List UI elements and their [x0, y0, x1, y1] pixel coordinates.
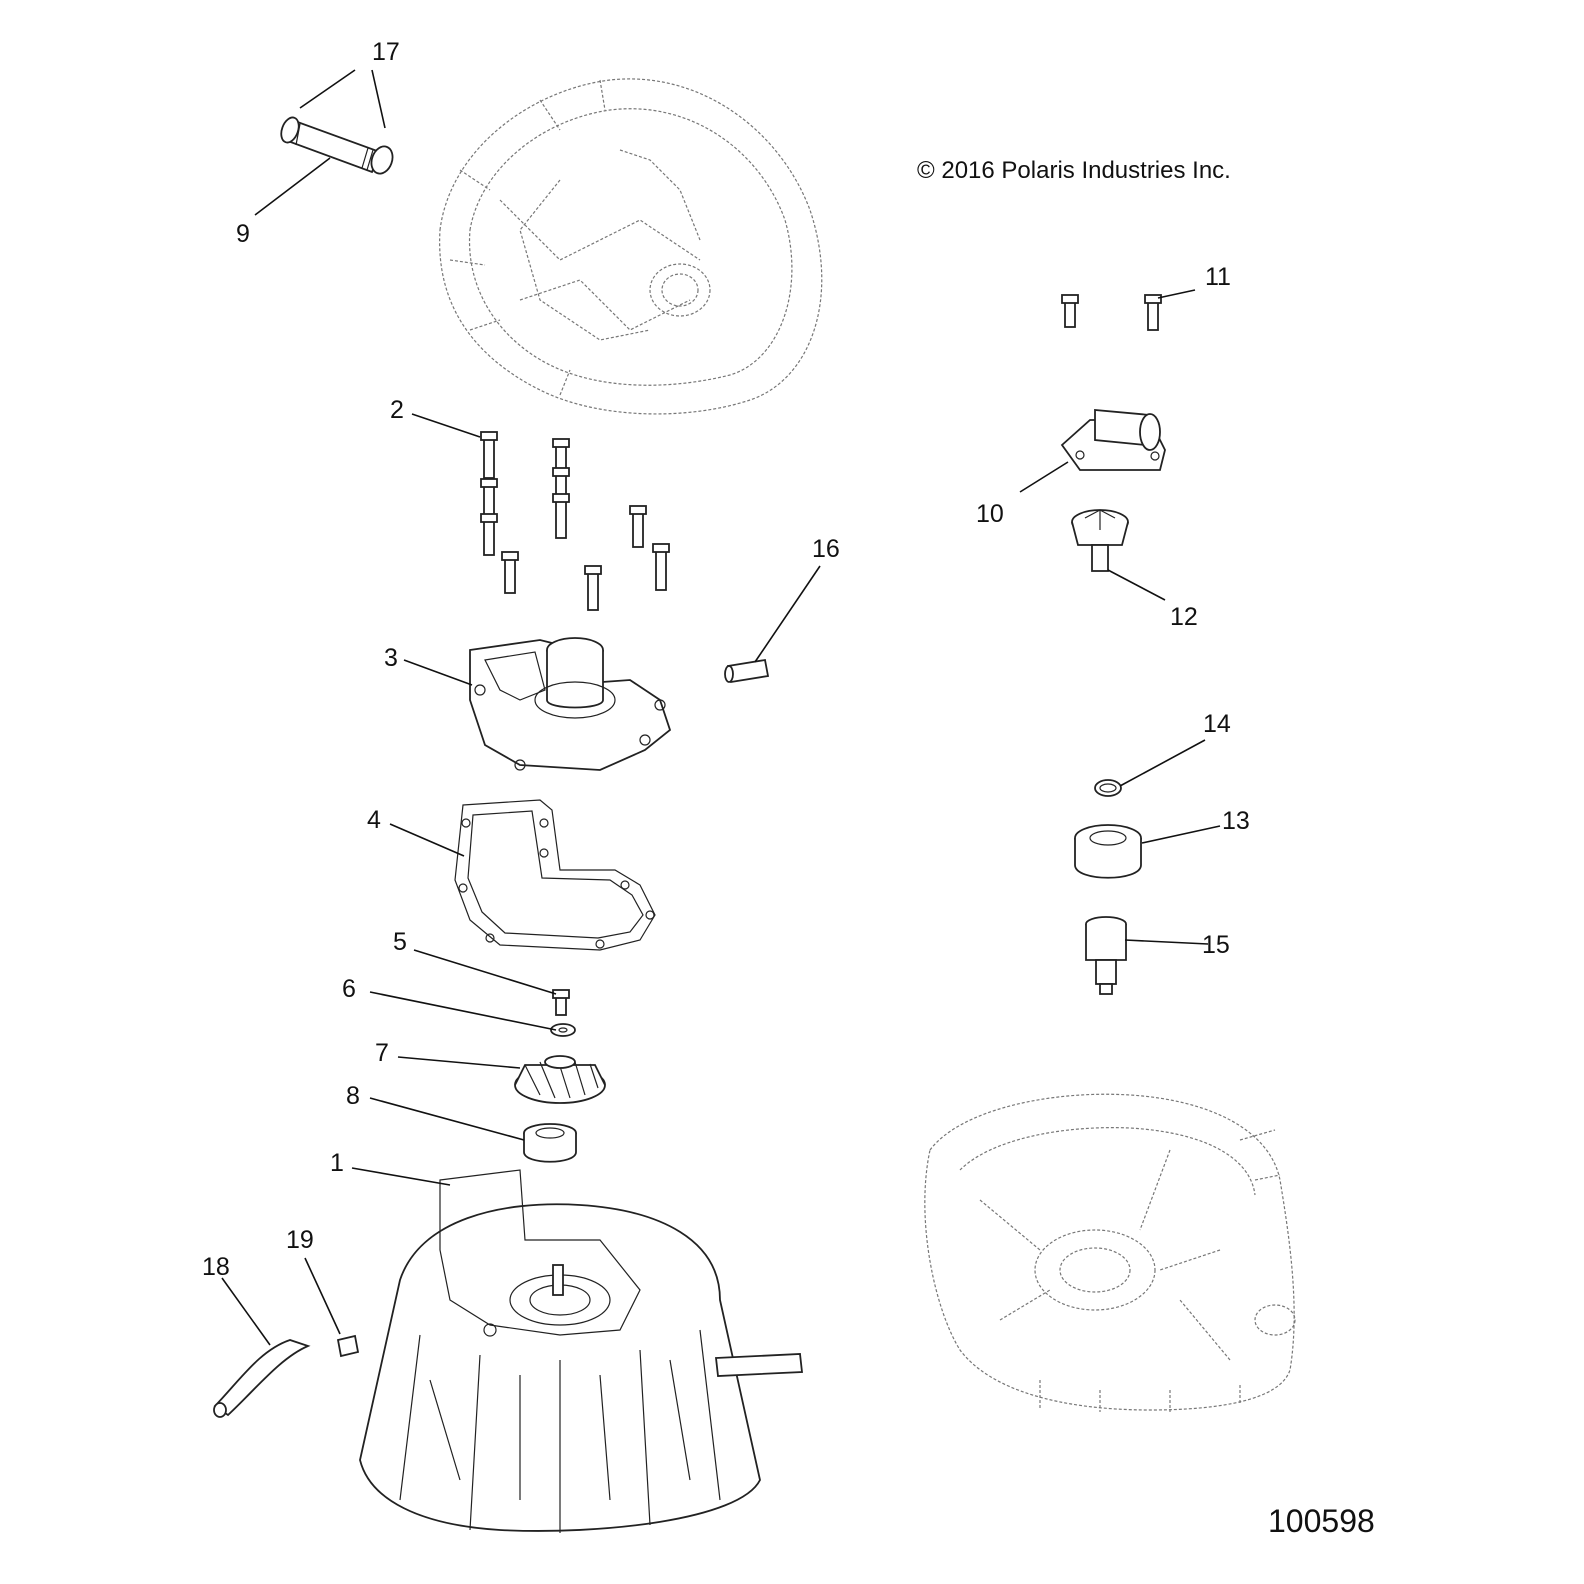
part-15-shaft — [1085, 916, 1127, 995]
part-11-bolts — [1061, 294, 1162, 331]
part-19-plug — [336, 1334, 360, 1358]
callout-1: 1 — [330, 1149, 344, 1177]
callout-numbers: 17 9 2 3 4 5 6 7 8 1 18 19 16 11 10 12 1… — [202, 38, 1250, 1281]
part-16-pin — [724, 658, 770, 684]
callout-9: 9 — [236, 220, 250, 248]
part-3-pump-cover — [469, 637, 672, 771]
callout-19: 19 — [286, 1226, 314, 1254]
callout-5: 5 — [393, 928, 407, 956]
ghost-engine-housing-top — [439, 78, 823, 415]
callout-2: 2 — [390, 396, 404, 424]
callout-8: 8 — [346, 1082, 360, 1110]
callout-10: 10 — [976, 500, 1004, 528]
figure-number: 100598 — [1268, 1503, 1375, 1539]
part-13-bearing — [1074, 824, 1142, 879]
part-6-washer — [550, 1023, 576, 1037]
part-18-hose — [213, 1339, 311, 1418]
callout-4: 4 — [367, 806, 381, 834]
part-9-tube-fitting — [280, 116, 394, 175]
callout-16: 16 — [812, 535, 840, 563]
part-4-gasket — [454, 799, 656, 951]
callout-6: 6 — [342, 975, 356, 1003]
callout-13: 13 — [1222, 807, 1250, 835]
callout-17: 17 — [372, 38, 400, 66]
callout-18: 18 — [202, 1253, 230, 1281]
callout-11: 11 — [1205, 263, 1231, 291]
ghost-engine-housing-bottom — [924, 1093, 1296, 1412]
callout-7: 7 — [375, 1039, 389, 1067]
leader-lines — [221, 69, 1221, 1346]
callout-14: 14 — [1203, 710, 1231, 738]
part-8-seal — [523, 1123, 577, 1163]
part-10-thermostat-housing — [1060, 409, 1166, 471]
part-5-bolt — [552, 989, 570, 1016]
copyright-text: © 2016 Polaris Industries Inc. — [917, 157, 1231, 184]
part-14-o-ring — [1094, 779, 1122, 797]
callout-3: 3 — [384, 644, 398, 672]
part-7-impeller — [514, 1055, 606, 1104]
part-2-bolts — [480, 431, 670, 611]
part-12-thermostat — [1071, 509, 1129, 572]
part-1-pump-housing — [359, 1169, 804, 1533]
callout-12: 12 — [1170, 603, 1198, 631]
callout-15: 15 — [1202, 931, 1230, 959]
